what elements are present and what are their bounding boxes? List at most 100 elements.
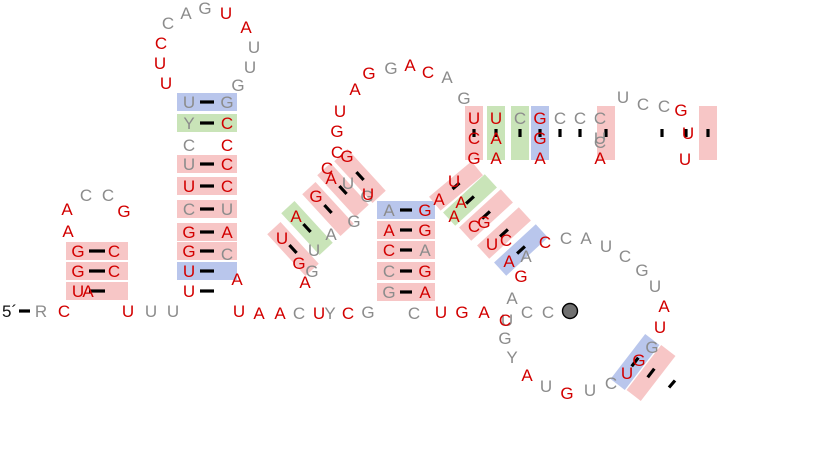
nucleotide: A xyxy=(448,207,460,226)
nucleotide: A xyxy=(349,80,361,99)
nucleotide: A xyxy=(274,304,286,323)
base-pair-bond xyxy=(288,244,298,254)
nucleotide: C xyxy=(321,159,333,178)
nucleotide: Y xyxy=(506,348,517,367)
nucleotide: U xyxy=(600,237,612,256)
nucleotide: C xyxy=(221,177,233,196)
nucleotide: A xyxy=(221,223,233,242)
nucleotide: C xyxy=(574,109,586,128)
nucleotide: A xyxy=(580,229,592,248)
nucleotide: U xyxy=(313,304,325,323)
nucleotide: C xyxy=(539,233,551,252)
nucleotide: A xyxy=(299,273,311,292)
nucleotide: C xyxy=(542,303,554,322)
nucleotide: C xyxy=(331,143,343,162)
nucleotide: C xyxy=(221,155,233,174)
nucleotide: C xyxy=(500,231,512,250)
nucleotide: G xyxy=(645,338,658,357)
nucleotide: G xyxy=(457,89,470,108)
nucleotide: G xyxy=(309,187,322,206)
nucleotide: C xyxy=(293,304,305,323)
nucleotide: C xyxy=(58,302,70,321)
nucleotide: U xyxy=(682,124,694,143)
nucleotide: U xyxy=(362,185,374,204)
nucleotide: G xyxy=(292,254,305,273)
nucleotide: G xyxy=(361,303,374,322)
nucleotide: U xyxy=(621,364,633,383)
nucleotide: U xyxy=(679,150,691,169)
nucleotide: G xyxy=(347,212,360,231)
nucleotide: G xyxy=(182,223,195,242)
nucleotide: U xyxy=(435,303,447,322)
nucleotide: U xyxy=(486,235,498,254)
nucleotide: G xyxy=(71,242,84,261)
nucleotide: R xyxy=(35,302,47,321)
nucleotide: A xyxy=(594,149,606,168)
nucleotide: U xyxy=(654,318,666,337)
nucleotide: A xyxy=(534,149,546,168)
nucleotide: G xyxy=(418,201,431,220)
nucleotide: U xyxy=(72,282,84,301)
base-pair-bond xyxy=(646,367,656,379)
nucleotide: C xyxy=(108,262,120,281)
nucleotide: G xyxy=(382,283,395,302)
nucleotide: U xyxy=(540,377,552,396)
nucleotide: U xyxy=(342,174,354,193)
nucleotide: U xyxy=(183,262,195,281)
nucleotide: A xyxy=(419,241,431,260)
nucleotide: G xyxy=(632,351,645,370)
nucleotide: C xyxy=(594,109,606,128)
nucleotide: G xyxy=(477,213,490,232)
base-pair-bond xyxy=(355,171,365,181)
nucleotide: A xyxy=(490,149,502,168)
nucleotide: U xyxy=(276,229,288,248)
nucleotide: C xyxy=(619,247,631,266)
nucleotide: G xyxy=(330,122,343,141)
nucleotide: C xyxy=(554,109,566,128)
nucleotide: U xyxy=(183,177,195,196)
five-prime-label: 5´ xyxy=(2,302,17,321)
nucleotide: C xyxy=(383,262,395,281)
base-pair-bond xyxy=(323,204,333,214)
nucleotide: G xyxy=(498,329,511,348)
nucleotide: C xyxy=(422,63,434,82)
nucleotide: A xyxy=(82,282,94,301)
nucleotide: U xyxy=(617,88,629,107)
base-pair-bond xyxy=(630,356,640,368)
nucleotide: U xyxy=(183,282,195,301)
nucleotide: C xyxy=(108,242,120,261)
nucleotide: G xyxy=(674,101,687,120)
nucleotide: Y xyxy=(324,304,335,323)
nucleotide: U xyxy=(584,381,596,400)
nucleotide: C xyxy=(102,186,114,205)
base-pair-bonds xyxy=(89,100,710,389)
nucleotide: A xyxy=(61,200,73,219)
nucleotide: A xyxy=(290,207,302,226)
nucleotide: U xyxy=(248,38,260,57)
nucleotide: U xyxy=(468,109,480,128)
annotations: 5´ xyxy=(2,302,579,321)
nucleotide: C xyxy=(468,217,480,236)
nucleotide: A xyxy=(325,169,337,188)
nucleotide: G xyxy=(231,76,244,95)
nucleotide: G xyxy=(340,147,353,166)
nucleotide: C xyxy=(155,34,167,53)
nucleotide: C xyxy=(408,304,420,323)
nucleotide: C xyxy=(162,14,174,33)
nucleotide: U xyxy=(334,102,346,121)
nucleotide: U xyxy=(183,93,195,112)
nucleotide: U xyxy=(122,302,134,321)
nucleotide: A xyxy=(520,247,532,266)
nucleotide: C xyxy=(605,374,617,393)
nucleotide: Y xyxy=(183,114,194,133)
base-pair-bond xyxy=(451,181,461,191)
nucleotide: U xyxy=(220,4,232,23)
nucleotide: G xyxy=(220,93,233,112)
nucleotide: G xyxy=(362,64,375,83)
nucleotide: A xyxy=(455,193,467,212)
nucleotide: C xyxy=(221,114,233,133)
nucleotide: C xyxy=(221,245,233,264)
nucleotide: U xyxy=(594,129,606,148)
nucleotide: U xyxy=(308,241,320,260)
